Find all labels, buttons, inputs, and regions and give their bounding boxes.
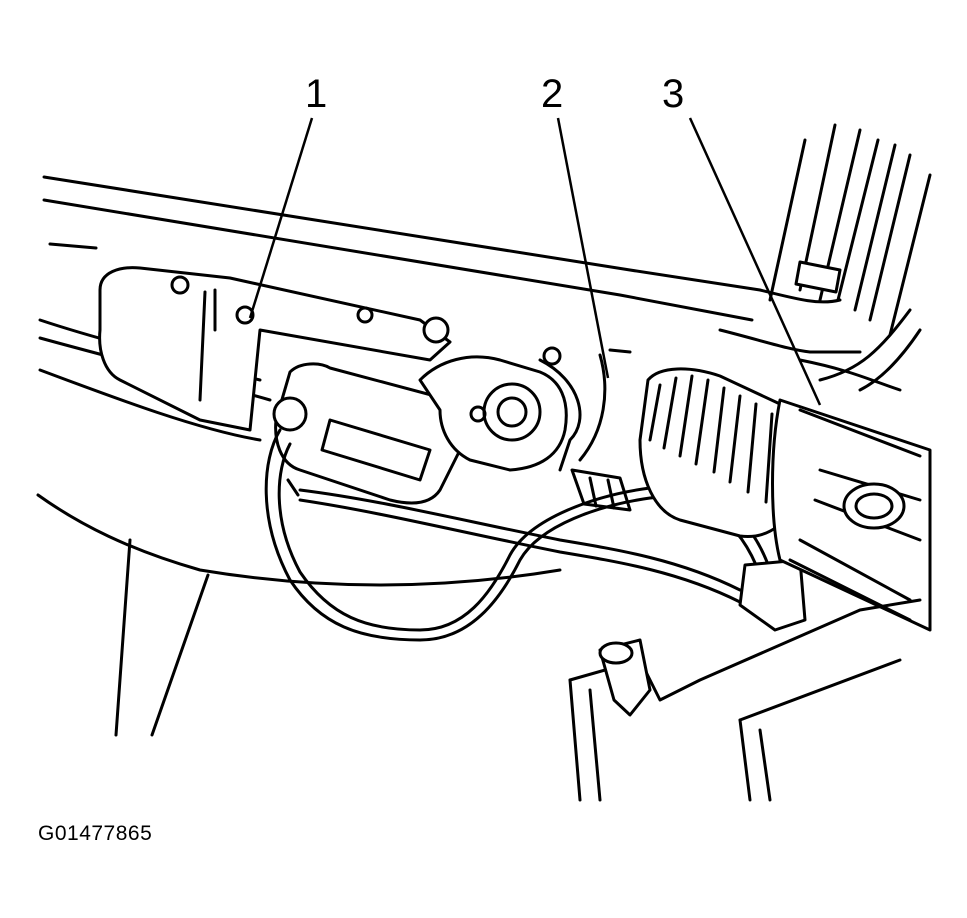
- motor-bracket: [98, 266, 452, 432]
- callout-1: 1: [305, 72, 328, 116]
- callout-3: 3: [662, 72, 685, 116]
- window-trim: [768, 123, 932, 392]
- lower-trim-panel: [568, 598, 922, 802]
- leader-lines: [248, 117, 822, 406]
- leader-line-2: [556, 117, 610, 379]
- liftgate-hinge: [771, 398, 932, 632]
- leader-line-3: [688, 117, 822, 406]
- wiper-motor: [272, 316, 607, 505]
- leader-line-1: [248, 117, 314, 319]
- figure-id: G01477865: [38, 822, 153, 845]
- callout-2: 2: [541, 72, 564, 116]
